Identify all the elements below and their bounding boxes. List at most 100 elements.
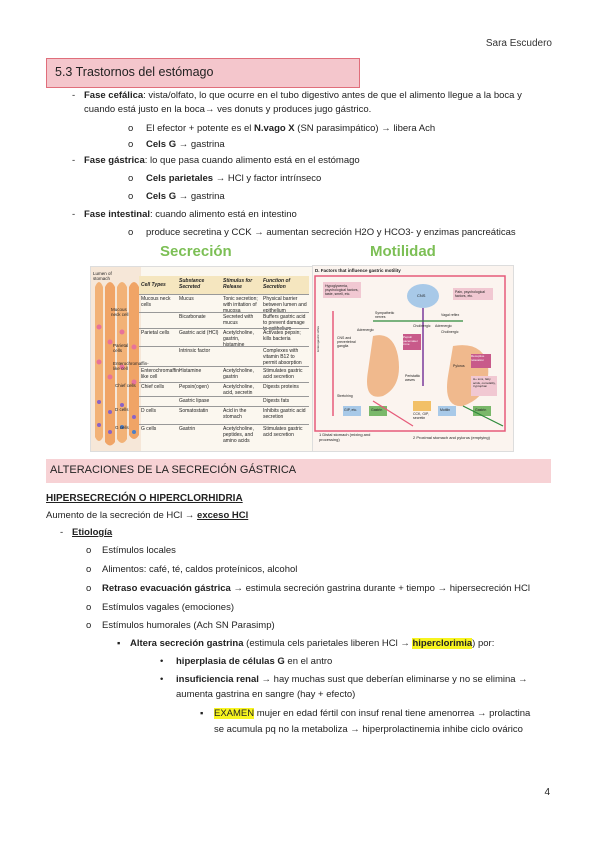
motility-label: Pylorus xyxy=(453,364,465,368)
table-cell: Gastrin xyxy=(179,426,196,432)
gland-label: Enterochromaffin-like cell xyxy=(113,361,149,371)
etiologia-item: Retraso evacuación gástrica → estimula s… xyxy=(102,583,530,594)
table-header: Function of Secretion xyxy=(263,278,291,290)
gland-label: Chief cells xyxy=(115,383,136,388)
motility-label: Peristaltic waves xyxy=(405,374,421,382)
figure-title-motilidad: Motilidad xyxy=(370,243,436,260)
circle-bullet: o xyxy=(86,564,92,575)
dash-bullet: - xyxy=(60,527,64,538)
phase-cefalica-line2: cuando está justo en la boca→ ves donuts… xyxy=(84,104,372,115)
dash-bullet: - xyxy=(72,90,76,101)
stomach-lumen-label: Lumen of stomach xyxy=(93,271,112,281)
circle-bullet: o xyxy=(128,227,134,238)
motility-label: Motilin xyxy=(440,408,451,412)
circle-bullet: o xyxy=(86,545,92,556)
section-title: 5.3 Trastornos del estómago xyxy=(46,58,360,88)
circle-bullet: o xyxy=(86,583,92,594)
gastrica-sub1: Cels parietales → HCl y factor intrínsec… xyxy=(146,173,322,184)
circle-bullet: o xyxy=(128,123,134,134)
phase-gastrica-line: Fase gástrica: lo que pasa cuando alimen… xyxy=(84,155,360,166)
motility-label: H+ ions, fatty acids, osmolality, trypto… xyxy=(473,377,496,388)
motility-sublabel: 1 Distal stomach (mixing and processing) xyxy=(319,432,371,442)
table-cell: Secreted with mucus xyxy=(223,314,254,326)
table-cell: Acetylcholine, gastrin xyxy=(223,368,254,380)
phase-cefalica-line: Fase cefálica: vista/olfato, lo que ocur… xyxy=(84,90,522,101)
cefalica-sub2: Cels G → gastrina xyxy=(146,139,225,150)
motility-label: Adrenergic xyxy=(357,328,374,332)
table-cell: Pepsin(ogen) xyxy=(179,384,209,390)
circle-bullet: o xyxy=(128,139,134,150)
table-cell: Gastric acid (HCl) xyxy=(179,330,219,336)
gastric-gland-illustration xyxy=(91,267,141,451)
motility-sublabel: 2 Proximal stomach and pylorus (emptying… xyxy=(413,435,490,440)
table-cell: Parietal cells xyxy=(141,330,170,336)
motility-label: Enterogastric reflex xyxy=(316,326,320,352)
table-cell: Somatostatin xyxy=(179,408,209,414)
table-header: Cell Types xyxy=(141,282,166,288)
gland-label: D cells xyxy=(115,407,129,412)
etiologia-item: Estímulos vagales (emociones) xyxy=(102,602,234,613)
renal-line: insuficiencia renal → hay muchas sust qu… xyxy=(176,674,528,685)
table-cell: Chief cells xyxy=(141,384,165,390)
table-cell: Stimulates gastric acid secretion xyxy=(263,368,303,380)
table-cell: Physical barrier between lumen and epith… xyxy=(263,296,307,314)
motility-label: Cholinergic xyxy=(441,330,459,334)
table-cell: Acid in the stomach xyxy=(223,408,247,420)
etiologia-item: Estímulos humorales (Ach SN Parasimp) xyxy=(102,620,275,631)
etiologia-item: Estímulos locales xyxy=(102,545,176,556)
table-cell: G cells xyxy=(141,426,157,432)
motility-label: GIP, etc. xyxy=(344,408,358,412)
motility-label: Gastrin xyxy=(371,408,383,412)
table-cell: Bicarbonate xyxy=(179,314,206,320)
subtitle-hipersecrecion: HIPERSECRECIÓN O HIPERCLORHIDRIA xyxy=(46,493,243,504)
cefalica-sub1: El efector + potente es el N.vago X (SN … xyxy=(146,123,436,134)
motility-label: Gastrin xyxy=(475,408,487,412)
phase-intestinal-line: Fase intestinal: cuando alimento está en… xyxy=(84,209,297,220)
table-cell: Complexes with vitamin B12 to permit abs… xyxy=(263,348,302,366)
table-cell: D cells xyxy=(141,408,157,414)
table-header: Stimulus for Release xyxy=(223,278,253,290)
section-bar-alteraciones: ALTERACIONES DE LA SECRECIÓN GÁSTRICA xyxy=(46,459,551,483)
table-cell: Mucus xyxy=(179,296,194,302)
hiperplasia-line: hiperplasia de células G en el antro xyxy=(176,656,333,667)
intestinal-sub1: produce secretina y CCK → aumentan secre… xyxy=(146,227,516,238)
page-number: 4 xyxy=(544,787,550,798)
gland-label: Parietal cells xyxy=(113,343,129,353)
table-cell: Intrinsic factor xyxy=(179,348,211,354)
gastrica-sub2: Cels G → gastrina xyxy=(146,191,225,202)
table-cell: Acetylcholine, peptides, and amino acids xyxy=(223,426,254,444)
motility-label: Pepsin pacemaker zone xyxy=(403,335,418,346)
table-cell: Stimulates gastric acid secretion xyxy=(263,426,303,438)
altera-gastrina-line: Altera secreción gastrina (estimula cels… xyxy=(130,638,495,649)
motility-label: Cholinergic xyxy=(413,324,431,328)
table-row: Intrinsic factor Complexes with vitamin B… xyxy=(139,346,309,367)
table-cell: Digests proteins xyxy=(263,384,299,390)
motility-label: CNS xyxy=(417,293,426,298)
author-name: Sara Escudero xyxy=(485,38,552,49)
motility-label: Stretching xyxy=(337,394,353,398)
dash-bullet: - xyxy=(72,155,76,166)
secretion-figure: Lumen of stomach Mucous neck cell Pariet… xyxy=(90,266,314,452)
motility-label: Hypoglycemia, psychological factors, tas… xyxy=(325,284,359,296)
motility-label: Vagal reflex xyxy=(441,313,460,317)
figure-title-secrecion: Secreción xyxy=(160,243,232,260)
circle-bullet: o xyxy=(128,173,134,184)
dot-bullet: • xyxy=(160,674,164,685)
table-cell: Inhibits gastric acid secretion xyxy=(263,408,306,420)
etiologia-item: Alimentos: café, té, caldos proteínicos,… xyxy=(102,564,298,575)
motility-label: CCK, GIP, secretin xyxy=(413,412,429,420)
motility-label: Sympathetic nerves xyxy=(375,311,395,319)
motility-label: Receptive relaxation xyxy=(471,354,485,362)
table-cell: Activates pepsin; kills bacteria xyxy=(263,330,301,342)
motility-diagram xyxy=(314,275,506,432)
table-cell: Tonic secretion; with irritation of muco… xyxy=(223,296,258,314)
table-header-row: Cell Types Substance Secreted Stimulus f… xyxy=(139,276,309,294)
motility-figure: D. Factors that influence gastric motili… xyxy=(312,265,514,452)
table-cell: Gastric lipase xyxy=(179,398,210,404)
intro-line: Aumento de la secreción de HCl → exceso … xyxy=(46,510,249,521)
